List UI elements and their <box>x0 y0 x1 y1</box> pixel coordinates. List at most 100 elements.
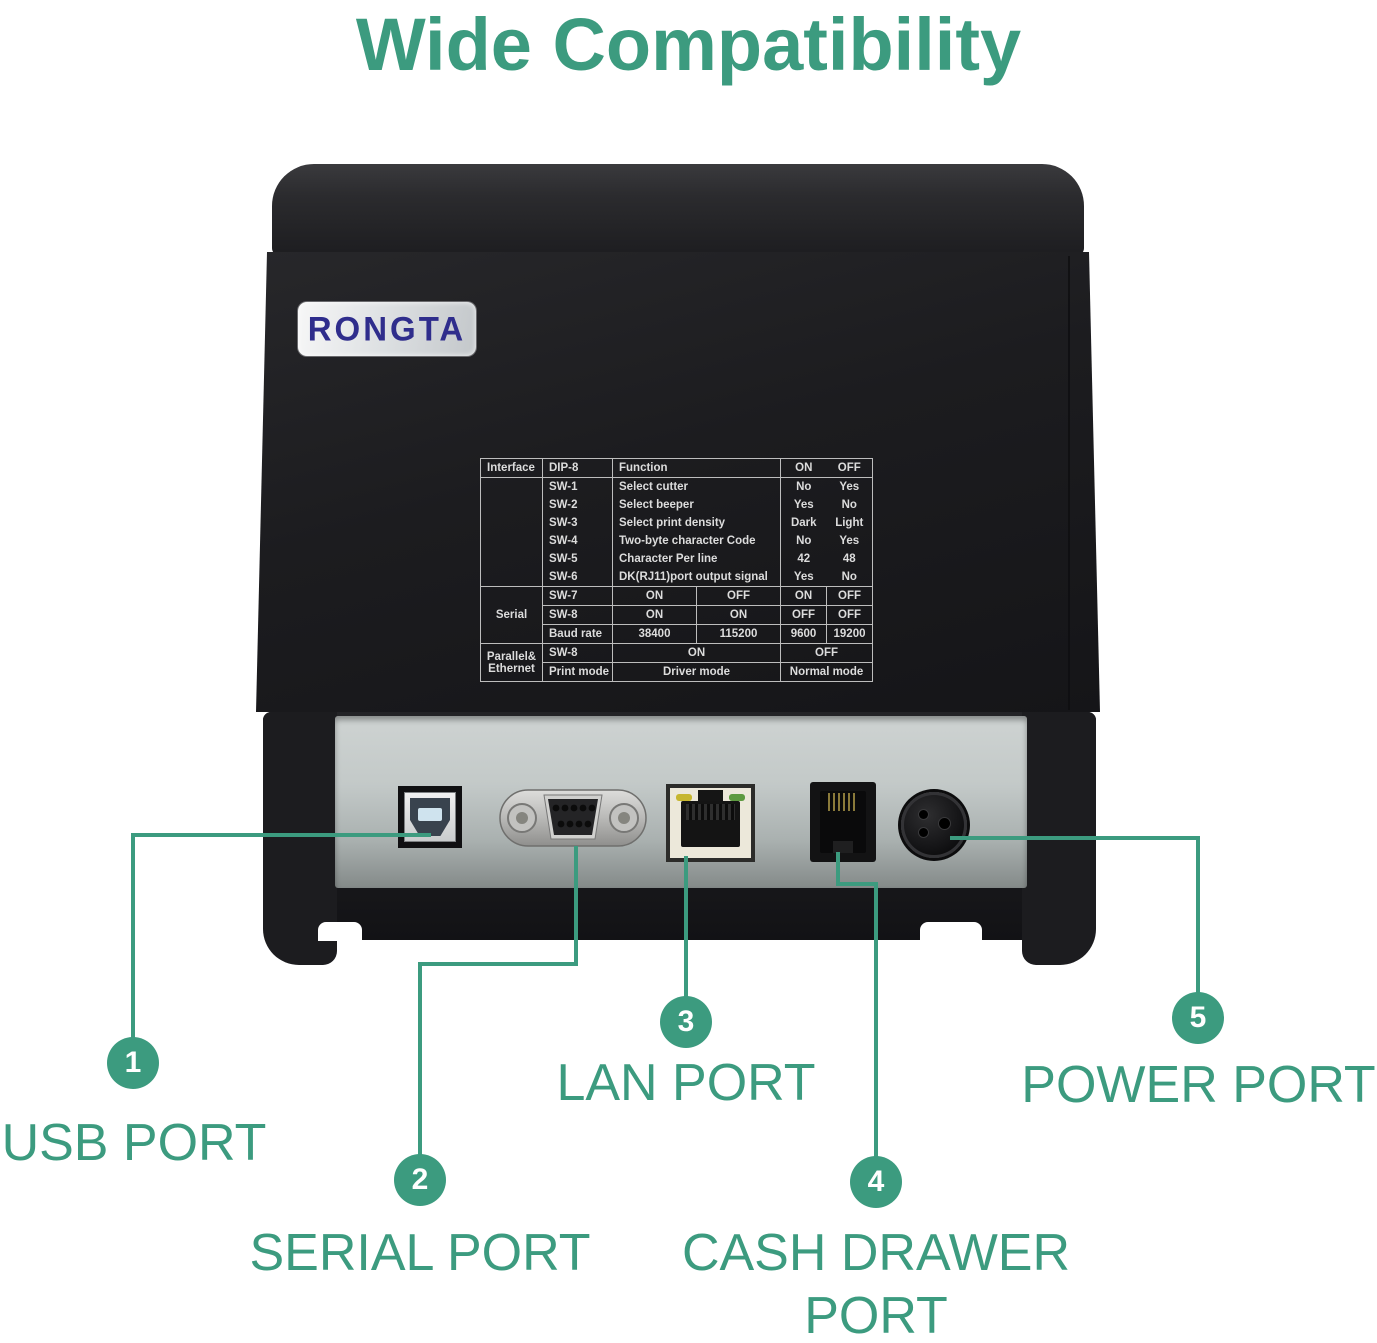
lan-bezel <box>670 788 751 858</box>
lan-led-green <box>729 794 745 801</box>
power-port-icon <box>901 792 967 858</box>
cell-sw: SW-2 <box>542 495 613 514</box>
table-row: Print mode Driver mode Normal mode <box>481 662 874 682</box>
callout-number: 3 <box>677 1005 695 1038</box>
cell-on: 42 <box>780 549 827 568</box>
base-notch-left <box>318 922 362 941</box>
callout-line-serial <box>418 962 422 1156</box>
table-row: SW-2 Select beeper Yes No <box>481 495 874 514</box>
din-pin-hole <box>939 818 950 829</box>
cell-off: Normal mode <box>780 662 874 682</box>
cell-val: 9600 <box>780 624 828 644</box>
header-interface: Interface <box>480 458 543 478</box>
cell-on: Yes <box>780 567 827 587</box>
cell-val: 38400 <box>612 624 697 644</box>
cell-fn: DK(RJ11)port output signal <box>611 567 782 587</box>
callout-line-cash <box>836 852 840 886</box>
cell-sw: Print mode <box>542 662 613 682</box>
cell-val: ON <box>612 605 697 625</box>
header-dip8: DIP-8 <box>542 458 613 478</box>
callout-line-cash <box>874 882 878 1158</box>
din-pin-hole <box>919 828 928 837</box>
callout-line-lan <box>684 856 688 998</box>
table-row: SW-5 Character Per line 42 48 <box>481 549 874 568</box>
cell-sw: SW-5 <box>542 549 613 568</box>
callout-line-cash <box>836 882 878 886</box>
table-row: SW-3 Select print density Dark Light <box>481 513 874 532</box>
cell-fn: Select beeper <box>611 495 782 514</box>
callout-badge-2: 2 <box>394 1154 446 1206</box>
din-pin-hole <box>919 810 928 819</box>
serial-port-icon <box>499 789 647 847</box>
cell-val: 19200 <box>826 624 874 644</box>
interface-blank-cell <box>480 477 543 587</box>
header-function: Function <box>611 458 782 478</box>
cell-off: 48 <box>826 549 874 568</box>
cell-fn: Select cutter <box>611 477 782 496</box>
parallel-label-line2: Ethernet <box>488 662 535 675</box>
callout-line-serial <box>574 846 578 966</box>
cell-on: Driver mode <box>611 662 782 682</box>
rj11-tab <box>833 841 853 853</box>
callout-number: 4 <box>867 1165 885 1198</box>
page-title: Wide Compatibility <box>355 3 1022 86</box>
lan-jack-tab <box>698 790 723 804</box>
cell-val: ON <box>612 586 697 606</box>
usb-shield <box>410 798 450 836</box>
cell-off: OFF <box>780 643 874 663</box>
callout-line-usb <box>131 833 135 1039</box>
cell-off: Light <box>826 513 874 532</box>
printer-body-seam <box>1068 256 1070 710</box>
printer-top-lid <box>272 164 1084 256</box>
rj11-jack <box>820 791 866 853</box>
label-power-port: POWER PORT <box>1021 1056 1376 1114</box>
callout-line-power <box>1196 836 1200 994</box>
table-row: Baud rate 38400 115200 9600 19200 <box>481 624 874 644</box>
cell-on: ON <box>611 643 782 663</box>
cash-drawer-port-icon <box>810 782 876 862</box>
cell-val: OFF <box>826 605 874 625</box>
cell-on: No <box>780 531 827 550</box>
cell-sw: SW-8 <box>542 643 613 663</box>
base-notch-right <box>920 922 982 941</box>
cell-sw: SW-8 <box>542 605 613 625</box>
table-row: SW-4 Two-byte character Code No Yes <box>481 531 874 550</box>
cell-sw: Baud rate <box>542 624 613 644</box>
cell-fn: Select print density <box>611 513 782 532</box>
label-cash-drawer-port: CASH DRAWER PORT <box>681 1224 1071 1343</box>
cell-off: Yes <box>826 531 874 550</box>
table-row: Interface DIP-8 Function ON OFF <box>480 458 874 478</box>
cell-on: Dark <box>780 513 827 532</box>
usb-tongue <box>418 807 442 821</box>
cell-val: ON <box>780 586 828 606</box>
rj11-pins <box>828 793 858 811</box>
lan-jack <box>681 801 740 847</box>
callout-line-serial <box>418 962 578 966</box>
cell-off: No <box>826 495 874 514</box>
usb-port-icon <box>398 786 462 848</box>
cell-sw: SW-7 <box>542 586 613 606</box>
cell-sw: SW-4 <box>542 531 613 550</box>
cell-fn: Two-byte character Code <box>611 531 782 550</box>
cell-val: 115200 <box>695 624 782 644</box>
callout-badge-5: 5 <box>1172 992 1224 1044</box>
header-off: OFF <box>826 458 874 478</box>
table-row: SW-1 Select cutter No Yes <box>480 477 874 587</box>
label-usb-port: USB PORT <box>1 1114 267 1172</box>
table-row: SW-6 DK(RJ11)port output signal Yes No <box>481 567 874 587</box>
callout-badge-1: 1 <box>107 1037 159 1089</box>
lan-led-yellow <box>676 794 692 801</box>
cell-val: OFF <box>780 605 828 625</box>
callout-number: 5 <box>1189 1001 1207 1034</box>
interface-parallel-cell: Parallel& Ethernet <box>480 643 543 682</box>
cell-sw: SW-1 <box>542 477 613 496</box>
lan-port-icon <box>666 784 755 862</box>
cell-on: Yes <box>780 495 827 514</box>
cell-val: OFF <box>695 586 782 606</box>
callout-line-usb <box>131 833 431 837</box>
callout-number: 1 <box>124 1046 142 1079</box>
cell-fn: Character Per line <box>611 549 782 568</box>
cell-off: Yes <box>826 477 874 496</box>
label-serial-port: SERIAL PORT <box>249 1224 591 1282</box>
